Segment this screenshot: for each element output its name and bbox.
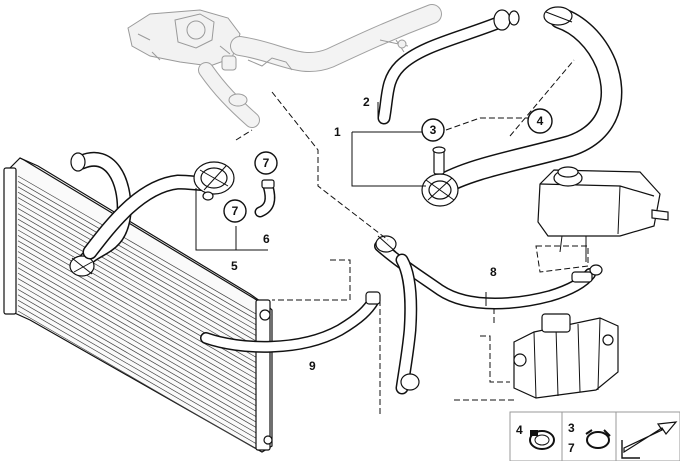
radiator-fin [17, 186, 257, 326]
radiator-fin [17, 267, 257, 407]
heat-exchanger [513, 313, 619, 399]
parts-legend: 4 3 7 [509, 411, 680, 461]
svg-text:7: 7 [263, 156, 270, 170]
hose-2-upper-branch [377, 9, 520, 125]
legend-label-3: 3 [568, 421, 575, 435]
radiator-fin [17, 262, 257, 401]
radiator-fin [17, 181, 257, 320]
svg-text:3: 3 [430, 123, 437, 137]
svg-text:7: 7 [232, 204, 239, 218]
radiator-fin [17, 202, 257, 342]
callout-8: 8 [490, 265, 497, 279]
radiator-fin [17, 256, 257, 396]
callout-circle-3: 3 [421, 118, 445, 142]
radiator-core-fins [17, 175, 257, 450]
radiator-fin [17, 240, 257, 380]
hose-6-elbow [254, 179, 276, 218]
callout-circle-7-upper: 7 [254, 151, 278, 175]
hose-5-radiator-feed [82, 161, 235, 260]
radiator-fin [17, 299, 257, 439]
hose-clamp-icon [529, 430, 555, 450]
upper-bypass-hose-ghost [230, 4, 442, 72]
radiator-fin [17, 272, 257, 412]
radiator-fin [17, 278, 257, 417]
radiator-fin [17, 294, 257, 434]
radiator [3, 157, 273, 453]
hose-9-lower-radiator [200, 291, 381, 353]
radiator-fin [17, 251, 257, 390]
junction-1-connector [421, 146, 459, 207]
radiator-fin [17, 245, 257, 385]
radiator-fin [17, 208, 257, 347]
radiator-fin [17, 305, 257, 444]
thermostat-housing-ghost [127, 9, 241, 71]
callout-leaders [195, 102, 487, 306]
callout-5: 5 [231, 259, 238, 273]
callout-9: 9 [309, 359, 316, 373]
callout-6: 6 [263, 232, 270, 246]
radiator-fin [17, 283, 257, 423]
radiator-fin [17, 218, 257, 358]
callout-circle-7-lower: 7 [223, 199, 247, 223]
water-pump-pipe-ghost [198, 62, 260, 128]
expansion-tank [537, 166, 669, 262]
spring-clamp-icon [585, 429, 611, 449]
svg-text:4: 4 [537, 114, 544, 128]
callout-1: 1 [334, 125, 341, 139]
radiator-fin [17, 310, 257, 450]
radiator-fin [17, 175, 257, 315]
radiator-fin [17, 235, 257, 374]
callout-2: 2 [363, 95, 370, 109]
direction-arrow-icon [621, 421, 678, 459]
radiator-fin [17, 213, 257, 353]
legend-label-4: 4 [516, 423, 523, 437]
radiator-fin [17, 289, 257, 428]
hose-8-expansion-line [374, 235, 603, 395]
legend-label-7: 7 [568, 441, 575, 455]
radiator-fin [17, 197, 257, 336]
hose-4-main-upper [429, 6, 623, 197]
callout-circle-4: 4 [527, 108, 553, 134]
radiator-fin [17, 191, 257, 331]
leader-lines [235, 59, 589, 414]
